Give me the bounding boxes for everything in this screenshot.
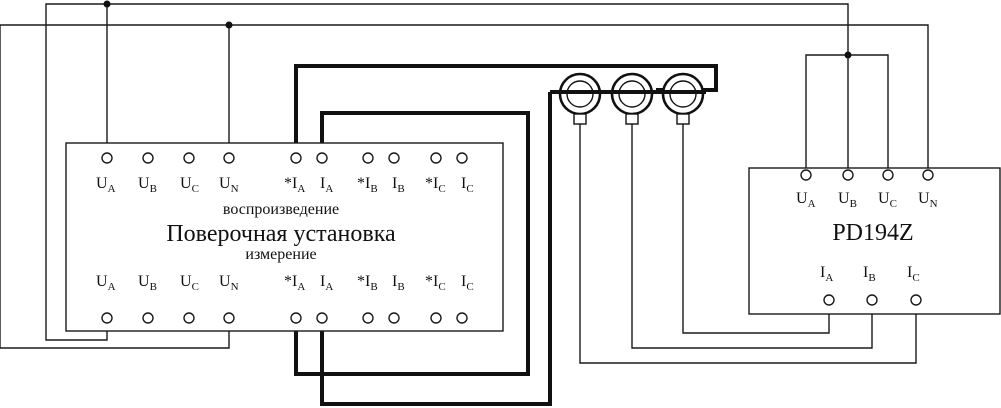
wire-loop-return — [320, 92, 552, 406]
terminal[interactable] — [456, 312, 468, 324]
terminal-label: IC — [461, 273, 474, 293]
clamp-c — [661, 72, 705, 125]
terminal[interactable] — [430, 152, 442, 164]
terminal-label: *IA — [284, 273, 305, 293]
terminal-label: UC — [180, 273, 199, 293]
meter-current-labels: IA IB IC — [820, 264, 920, 284]
terminal[interactable] — [223, 312, 235, 324]
rig-top-terminals — [101, 152, 468, 164]
terminal[interactable] — [101, 152, 113, 164]
terminal-label: *IB — [357, 273, 378, 293]
clamp-a — [558, 72, 602, 125]
terminal[interactable] — [290, 152, 302, 164]
terminal-label: UA — [796, 190, 816, 210]
terminal[interactable] — [362, 152, 374, 164]
terminal-label: UN — [219, 175, 239, 195]
terminal-label: UB — [138, 273, 157, 293]
terminal[interactable] — [456, 152, 468, 164]
test-rig-box — [65, 142, 504, 332]
terminal-label: UB — [138, 175, 157, 195]
terminal[interactable] — [316, 312, 328, 324]
terminal[interactable] — [922, 169, 934, 181]
rig-top-caption: воспроизведение — [223, 201, 339, 218]
terminal-label: UC — [180, 175, 199, 195]
wire-un-top — [228, 24, 929, 175]
clamp-b — [610, 72, 654, 125]
terminal-label: IC — [461, 175, 474, 195]
terminal[interactable] — [800, 169, 812, 181]
terminal[interactable] — [142, 312, 154, 324]
terminal-label: *IC — [425, 175, 446, 195]
terminal[interactable] — [823, 294, 835, 306]
meter-name: PD194Z — [832, 220, 913, 246]
terminal-label: UA — [96, 175, 116, 195]
terminal[interactable] — [142, 152, 154, 164]
terminal-label: IC — [907, 264, 920, 284]
terminal-label: UN — [219, 273, 239, 293]
meter-voltage-labels: UA UB UC UN — [796, 190, 938, 210]
terminal[interactable] — [910, 294, 922, 306]
terminal-label: IA — [320, 175, 333, 195]
terminal-label: IA — [820, 264, 833, 284]
terminal-label: UC — [878, 190, 897, 210]
terminal-label: *IB — [357, 175, 378, 195]
terminal-label: IB — [863, 264, 876, 284]
wire-meter-ua-ub-bridge — [805, 54, 889, 175]
terminal[interactable] — [842, 169, 854, 181]
meter-voltage-terminals — [800, 169, 934, 181]
terminal[interactable] — [183, 312, 195, 324]
terminal[interactable] — [388, 312, 400, 324]
terminal[interactable] — [362, 312, 374, 324]
meter-box — [748, 167, 1001, 315]
terminal[interactable] — [101, 312, 113, 324]
terminal-label: UB — [838, 190, 857, 210]
wire-ia-top — [294, 111, 530, 376]
thin-wires — [0, 3, 929, 364]
terminal-label: UA — [96, 273, 116, 293]
rig-title: Поверочная установка — [166, 221, 396, 247]
rig-bottom-caption: измерение — [245, 246, 316, 263]
wire-ua-bottom — [45, 3, 108, 341]
terminal[interactable] — [223, 152, 235, 164]
terminal[interactable] — [183, 152, 195, 164]
terminal-label: *IC — [425, 273, 446, 293]
terminal-label: IB — [392, 273, 405, 293]
rig-top-labels: UA UB UC UN *IA IA *IB IB *IC IC — [96, 175, 474, 195]
terminal[interactable] — [866, 294, 878, 306]
current-clamps — [558, 72, 705, 125]
terminal[interactable] — [882, 169, 894, 181]
terminal[interactable] — [290, 312, 302, 324]
rig-bottom-labels: UA UB UC UN *IA IA *IB IB *IC IC — [96, 273, 474, 293]
terminal[interactable] — [388, 152, 400, 164]
junction-dot — [225, 21, 233, 29]
junction-dot — [103, 0, 111, 8]
terminal-label: *IA — [284, 175, 305, 195]
terminal-label: IA — [320, 273, 333, 293]
wire-clamp-c — [579, 122, 917, 364]
wire-un-bottom — [0, 24, 230, 349]
wire-clamp-b — [631, 122, 873, 349]
wire-ua-top — [106, 3, 849, 157]
rig-bottom-terminals — [101, 312, 468, 324]
terminal[interactable] — [430, 312, 442, 324]
terminal[interactable] — [316, 152, 328, 164]
wire-clamp-a — [682, 122, 830, 334]
terminal-label: UN — [918, 190, 938, 210]
junction-dot — [844, 51, 852, 59]
terminal-label: IB — [392, 175, 405, 195]
meter-current-terminals — [823, 294, 922, 306]
